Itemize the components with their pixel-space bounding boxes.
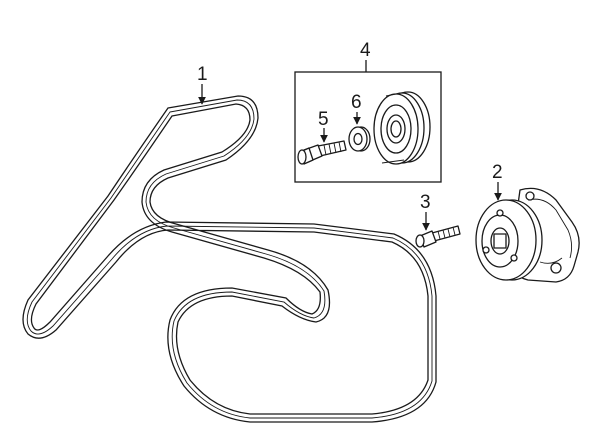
callout-1: 1 xyxy=(197,64,208,105)
callout-6: 6 xyxy=(351,92,362,125)
callout-4-label: 4 xyxy=(360,40,371,61)
callout-4: 4 xyxy=(360,40,371,72)
callout-6-label: 6 xyxy=(351,92,362,113)
bolt-3[interactable] xyxy=(415,225,461,248)
idler-pulley[interactable] xyxy=(373,91,431,165)
callout-5-label: 5 xyxy=(318,109,329,130)
washer[interactable] xyxy=(348,126,371,152)
serpentine-belt[interactable] xyxy=(22,95,437,423)
belt-tensioner[interactable] xyxy=(475,187,580,283)
callout-5: 5 xyxy=(318,109,329,143)
callout-2: 2 xyxy=(492,162,503,201)
assembly-box xyxy=(294,71,442,183)
bolt-5[interactable] xyxy=(297,140,347,165)
callout-2-label: 2 xyxy=(492,162,503,183)
callout-1-label: 1 xyxy=(197,64,208,85)
callout-3: 3 xyxy=(420,192,431,231)
callout-3-label: 3 xyxy=(420,192,431,213)
